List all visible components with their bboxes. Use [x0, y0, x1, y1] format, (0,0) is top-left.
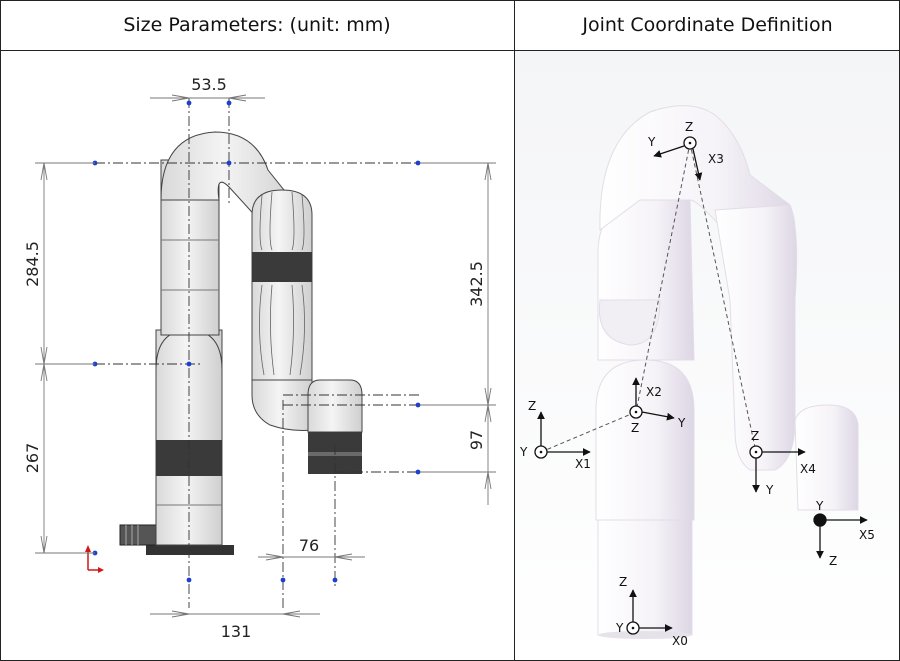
link-lines [540, 142, 757, 453]
frame-1-z-label: Z [528, 399, 536, 413]
frame-1: Z Y X1 [519, 399, 591, 471]
frame-0-z-label: Z [619, 575, 627, 589]
forearm-grooves [259, 191, 305, 376]
robot-arm-drawing [119, 131, 363, 555]
robot-render [595, 105, 859, 639]
size-parameters-title: Size Parameters: (unit: mm) [123, 14, 391, 36]
frame-1-x-label: X1 [575, 457, 591, 471]
frame-5: Y X5 Z [813, 499, 875, 568]
dim-342-5: 342.5 [467, 261, 486, 307]
dim-267: 267 [23, 443, 42, 474]
header-divider [0, 50, 900, 51]
base-axis-triad [85, 545, 104, 573]
dimension-lines [35, 94, 496, 618]
joint-coordinate-title: Joint Coordinate Definition [582, 14, 833, 36]
frame-3-z-label: Z [685, 120, 693, 134]
render-shoulder [595, 359, 695, 521]
centerlines [95, 98, 420, 608]
panel-divider [514, 0, 515, 661]
frame-0: Z Y X0 [615, 575, 688, 648]
frame-2-y-label: Y [677, 416, 686, 430]
dim-76: 76 [299, 536, 319, 555]
robot-wrist [251, 379, 313, 431]
dim-131: 131 [221, 622, 252, 641]
frame-2: X2 Y Z [629, 377, 686, 435]
dim-97: 97 [467, 430, 486, 450]
robot-forearm [251, 189, 313, 386]
joint-band-2 [252, 252, 312, 282]
render-base-link [597, 519, 693, 636]
frame-1-y-label: Y [519, 445, 528, 459]
render-forearm [714, 204, 798, 471]
frame-4-x-label: X4 [800, 462, 816, 476]
frame-4: Z X4 Y [749, 429, 816, 497]
frame-5-y-label: Y [815, 499, 824, 513]
frame-2-x-label: X2 [646, 385, 662, 399]
frame-4-z-label: Z [751, 429, 759, 443]
frame-0-x-label: X0 [672, 634, 688, 648]
frame-3: Z Y X3 [647, 120, 724, 181]
render-end-link [794, 404, 859, 511]
dim-53-5: 53.5 [191, 75, 227, 94]
dim-284-5: 284.5 [23, 241, 42, 287]
frame-4-y-label: Y [765, 483, 774, 497]
frame-5-z-label: Z [829, 554, 837, 568]
robot-base-plate [146, 545, 234, 555]
frame-0-y-label: Y [615, 621, 624, 635]
frame-2-z-label: Z [631, 421, 639, 435]
robot-end-link [307, 379, 363, 433]
frame-5-x-label: X5 [859, 528, 875, 542]
frame-3-y-label: Y [647, 135, 656, 149]
cable-connector [119, 524, 159, 546]
frame-3-x-label: X3 [708, 152, 724, 166]
